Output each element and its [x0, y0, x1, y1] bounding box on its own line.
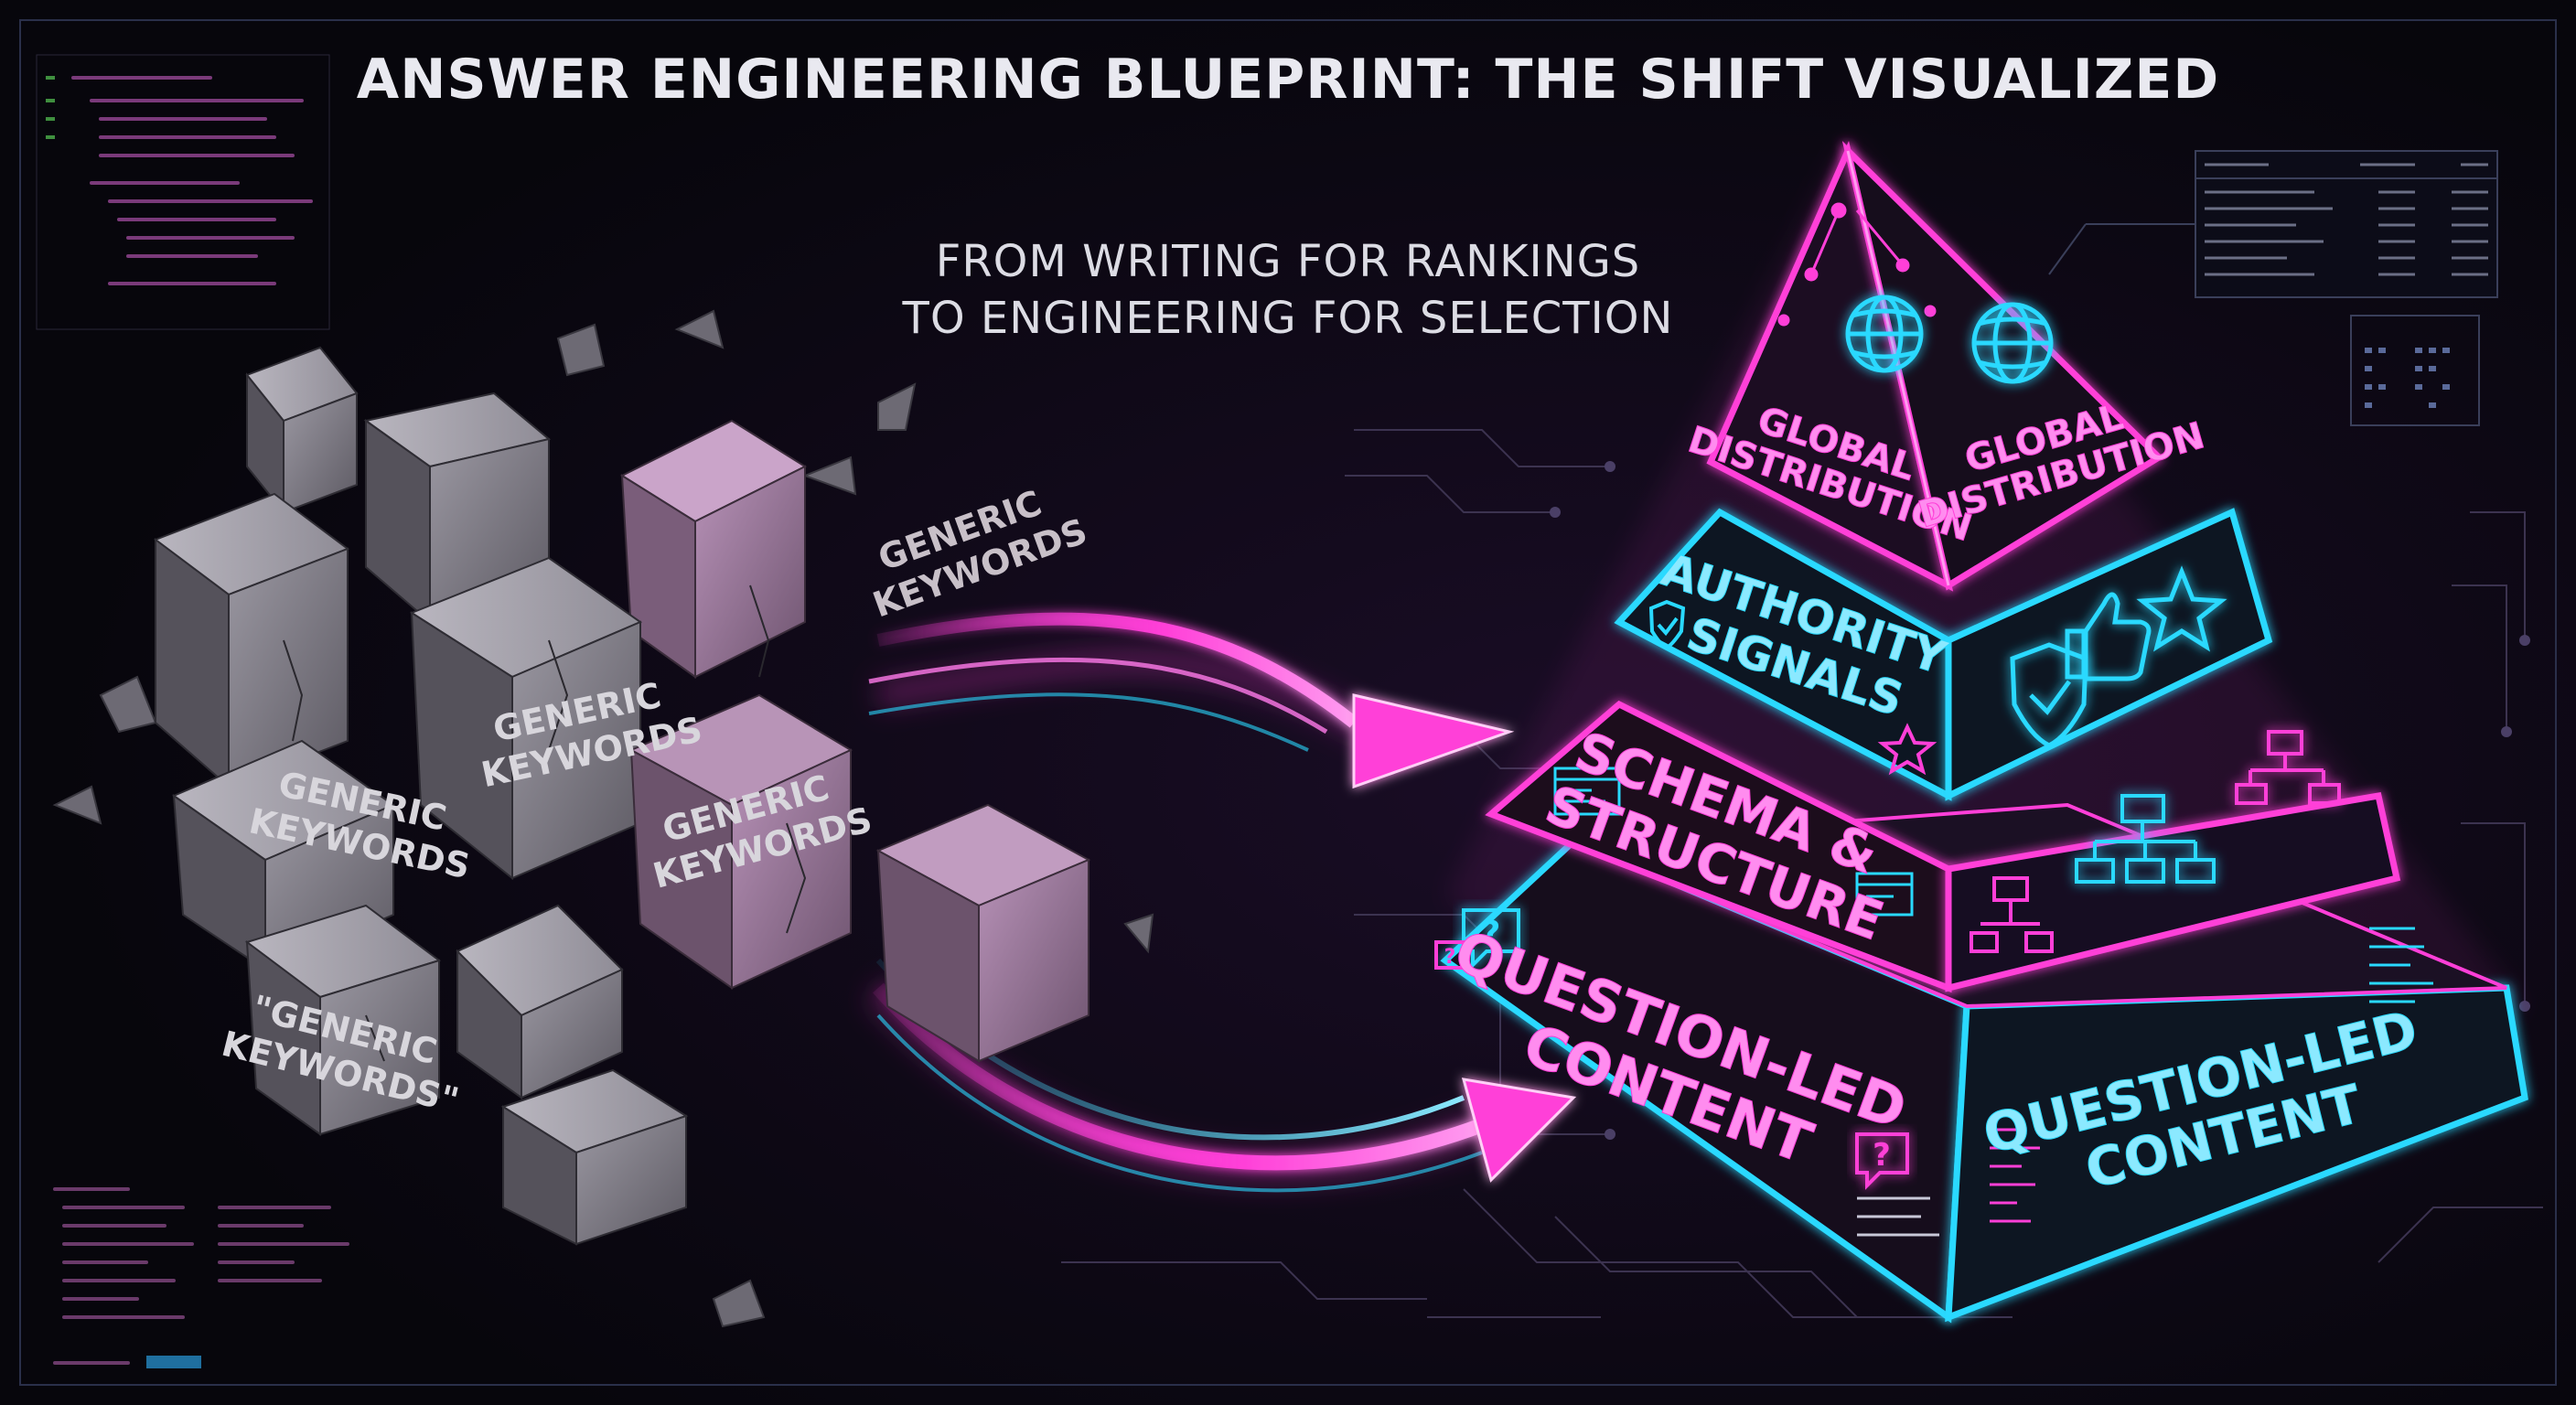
subtitle-line-1: FROM WRITING FOR RANKINGS	[935, 236, 1641, 287]
svg-text:?: ?	[1873, 1137, 1891, 1174]
star-icon	[2136, 565, 2227, 652]
tier2-label: AUTHORITY SIGNALS	[1638, 543, 1968, 741]
upper-flow-arrow	[876, 612, 1358, 728]
stone-block	[245, 346, 359, 515]
code-window-icon	[1855, 872, 1914, 917]
data-grid-right	[2350, 315, 2480, 426]
svg-text:?: ?	[1482, 915, 1501, 952]
upper-arrow-head	[1352, 693, 1515, 789]
code-panel-bottom-left	[53, 1187, 349, 1368]
hierarchy-icon	[1970, 876, 2054, 953]
code-lines-decor	[1857, 1196, 1939, 1237]
crumbling-keyword-blocks	[52, 309, 1154, 1328]
shield-check-icon	[1648, 599, 1686, 650]
stone-block-pink	[875, 803, 1091, 1063]
stone-block-pink	[628, 693, 853, 990]
code-lines-decor	[1990, 1128, 2040, 1223]
page-title: ANSWER ENGINEERING BLUEPRINT: THE SHIFT …	[356, 48, 2220, 112]
svg-text:?: ?	[1444, 946, 1456, 969]
code-panel-top-left	[36, 54, 330, 330]
lower-flow-arrow	[873, 982, 1485, 1171]
subtitle-line-2: TO ENGINEERING FOR SELECTION	[902, 293, 1674, 344]
flow-arrows	[864, 612, 1577, 1193]
shield-check-icon	[2010, 642, 2088, 748]
stone-block	[456, 904, 624, 1099]
globe-icon	[1971, 302, 2054, 384]
circuit-traces	[1061, 429, 2543, 1318]
hierarchy-icon	[2235, 730, 2341, 805]
code-lines-decor	[2369, 927, 2433, 1003]
stone-block-pink	[619, 419, 808, 679]
question-bubble-icon: ?	[1855, 1132, 1909, 1190]
question-bubble-icon: ?	[1434, 940, 1465, 970]
lower-arrow-head	[1461, 1078, 1577, 1183]
code-window-icon	[1553, 767, 1621, 816]
pyramid-tier-3	[1485, 700, 2401, 993]
page-subtitle: FROM WRITING FOR RANKINGS TO ENGINEERING…	[0, 233, 2576, 347]
data-table-top-right	[2048, 150, 2498, 298]
hierarchy-icon	[2075, 794, 2216, 884]
stone-block	[153, 492, 350, 789]
stone-block	[409, 556, 643, 881]
stone-block	[500, 1068, 689, 1246]
thumbs-up-icon	[2065, 592, 2152, 681]
star-icon	[1877, 723, 1937, 776]
frame-border	[19, 19, 2557, 1386]
globe-icon	[1845, 295, 1924, 373]
answer-pyramid: ? ? ?	[1434, 137, 2528, 1324]
